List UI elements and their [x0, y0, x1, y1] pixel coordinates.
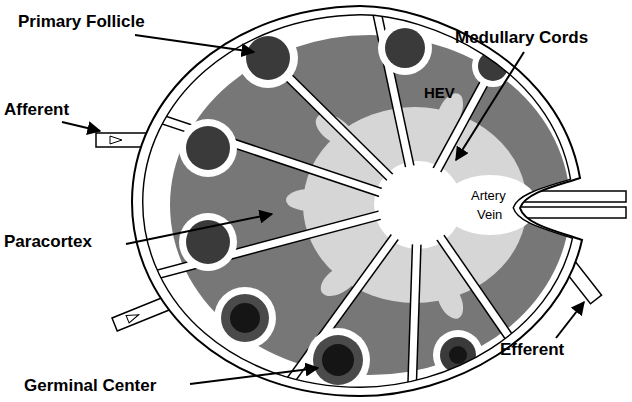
leader-arrow — [190, 368, 318, 384]
medullary-cord — [432, 277, 469, 323]
paracortex-region — [170, 35, 570, 375]
germinal-center — [449, 346, 467, 364]
vein-tube — [512, 207, 626, 218]
medullary-cord — [286, 189, 334, 211]
follicle-halo — [378, 21, 432, 75]
follicle-halo — [179, 213, 237, 271]
part-label: Vein — [476, 207, 503, 222]
trabecula — [80, 92, 418, 205]
part-label: Artery — [470, 188, 507, 203]
follicle-halo — [238, 28, 298, 88]
hilum — [452, 179, 532, 231]
trabecula — [80, 92, 418, 205]
hilum — [442, 175, 538, 235]
flow-arrow — [126, 311, 140, 323]
follicle-halo — [179, 119, 237, 177]
primary-follicle — [385, 28, 425, 68]
germinal-center — [322, 344, 354, 376]
trabeculae — [80, 0, 580, 402]
follicle-halo — [306, 328, 370, 392]
leader-arrow — [556, 302, 584, 338]
primary-follicle — [246, 36, 290, 80]
follicle-halo — [214, 287, 276, 349]
part-label: Paracortex — [4, 232, 92, 252]
primary-follicle — [186, 126, 230, 170]
secondary-follicle — [221, 294, 269, 342]
leader-arrow — [135, 35, 254, 52]
trabecula — [80, 205, 418, 295]
part-label: Primary Follicle — [18, 12, 145, 32]
capsule — [132, 6, 582, 396]
leader-lines — [62, 35, 584, 384]
trabeculae-outline — [80, 0, 580, 402]
capsule-inner-line — [143, 15, 573, 387]
germinal-center — [230, 303, 260, 333]
leader-arrow — [456, 52, 524, 160]
medullary-sinus — [378, 165, 458, 245]
part-label: Efferent — [500, 340, 564, 360]
leader-arrow — [62, 122, 100, 131]
flow-arrow — [110, 136, 122, 144]
part-label: Medullary Cords — [455, 28, 588, 48]
primary-follicle — [478, 51, 508, 81]
primary-follicle — [440, 337, 476, 373]
part-label: Afferent — [4, 100, 69, 120]
part-label: HEV — [424, 84, 455, 102]
leader-arrow — [126, 214, 272, 244]
secondary-follicle — [313, 335, 363, 385]
part-label: Germinal Center — [24, 376, 156, 396]
